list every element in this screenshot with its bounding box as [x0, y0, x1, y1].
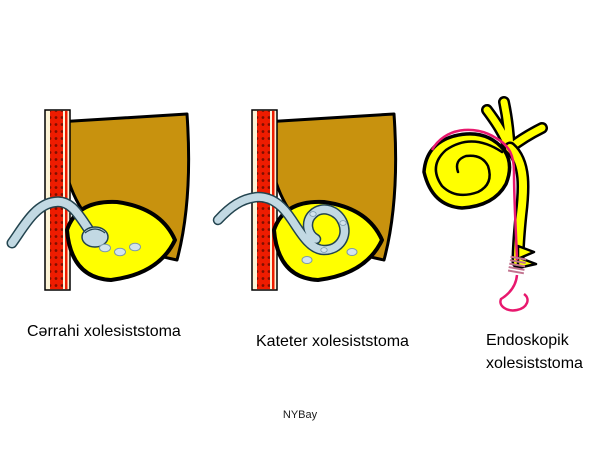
catheter-cholecystostomy-illustration: [212, 109, 398, 291]
drain-tube: [6, 196, 109, 249]
catheter-cholecystostomy-figure: [212, 100, 417, 315]
surgical-cholecystostomy-illustration: [6, 109, 191, 291]
pigtail-catheter: [212, 191, 350, 256]
caption-endoscopic-line1: Endoskopik: [486, 332, 569, 349]
tube-bulb-tip: [81, 226, 109, 248]
gallbladder-shape: [272, 199, 384, 282]
surgical-cholecystostomy-figure: [5, 100, 210, 315]
endoscope-tail: [499, 274, 529, 312]
spiral-gallbladder: [422, 132, 512, 210]
gallbladder-shape: [65, 199, 177, 282]
gallbladder-spiral-fold: [434, 140, 504, 197]
endoscope-line: [430, 128, 519, 261]
endoscopic-cholecystostomy-figure: [410, 90, 590, 325]
caption-endoscopic: Endoskopik xolesiststoma: [486, 329, 583, 375]
caption-surgical: Cərrahi xolesiststoma: [27, 323, 181, 340]
gallstones: [99, 242, 141, 257]
stent-coil: [507, 255, 527, 275]
caption-endoscopic-line2: xolesiststoma: [486, 355, 583, 372]
watermark: NYBay: [282, 409, 318, 421]
endoscopic-cholecystostomy-illustration: [422, 96, 548, 312]
gallstones: [301, 248, 358, 264]
caption-catheter: Kateter xolesiststoma: [256, 333, 409, 350]
